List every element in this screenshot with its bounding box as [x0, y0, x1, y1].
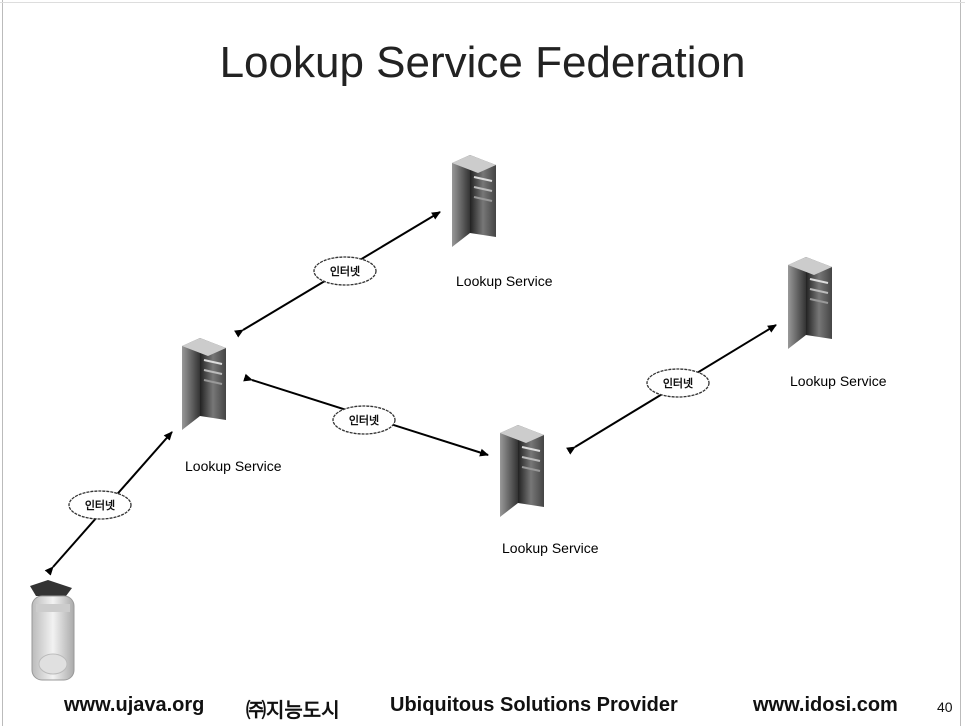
- cloud-icon-device: 인터넷: [68, 490, 132, 520]
- right-border: [960, 0, 961, 726]
- node-label-left: Lookup Service: [185, 458, 282, 474]
- footer-tagline: Ubiquitous Solutions Provider: [390, 694, 678, 716]
- slide-title: Lookup Service Federation: [219, 38, 746, 87]
- server-icon-top: [451, 154, 497, 248]
- server-icon-middle: [499, 424, 545, 518]
- node-label-top: Lookup Service: [456, 273, 553, 289]
- server-icon-left: [181, 337, 227, 431]
- cloud-label-device: 인터넷: [85, 498, 115, 512]
- cloud-icon-left-middle: 인터넷: [332, 405, 396, 435]
- cloud-label-left-middle: 인터넷: [349, 413, 379, 427]
- footer-site2: www.idosi.com: [753, 694, 898, 716]
- top-border: [0, 2, 965, 3]
- cloud-label-top: 인터넷: [330, 264, 360, 278]
- footer-site1: www.ujava.org: [64, 694, 205, 716]
- footer-company: ㈜지능도시: [246, 700, 340, 722]
- cloud-icon-top: 인터넷: [313, 256, 377, 286]
- footer: www.ujava.org ㈜지능도시 Ubiquitous Solutions…: [0, 690, 965, 722]
- cloud-icon-middle-right: 인터넷: [646, 368, 710, 398]
- client-device-icon: [30, 580, 75, 681]
- server-icon-right: [787, 256, 833, 350]
- node-label-middle: Lookup Service: [502, 540, 599, 556]
- cloud-label-middle-right: 인터넷: [663, 376, 693, 390]
- left-border: [2, 0, 3, 726]
- page-number: 40: [937, 699, 953, 715]
- node-label-right: Lookup Service: [790, 373, 887, 389]
